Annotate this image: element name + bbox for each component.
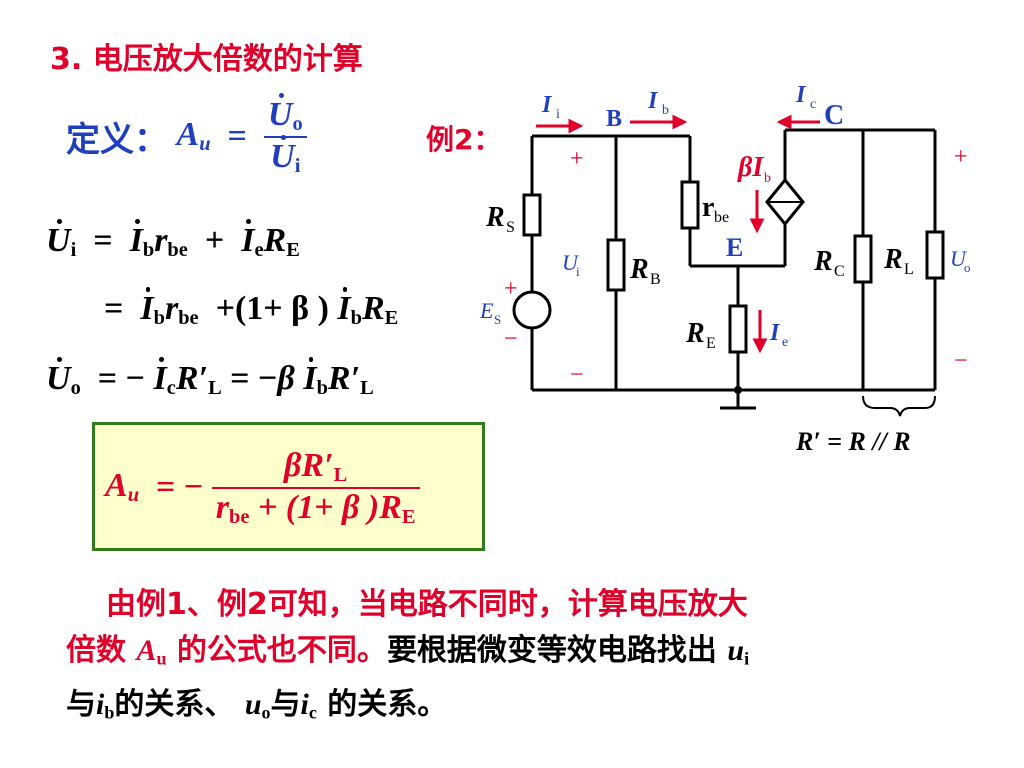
example-label: 例2： [426,123,502,156]
label-uo: U [950,246,968,271]
plus-es: + [504,276,518,302]
definition-lhs: Au [176,116,211,156]
rl-resistor [925,230,945,280]
svg-text:C: C [834,263,845,280]
label-rb: R [629,254,649,285]
plus-out: + [954,144,968,170]
svg-text:E: E [706,335,716,352]
definition-fraction: Uo Ui [263,93,307,177]
rl-prime-formula: R′ = R // R [795,427,911,456]
label-re: R [685,318,705,349]
label-ii: I [541,92,553,118]
summary-paragraph: 由例1、例2可知，当电路不同时，计算电压放大 倍数 Au 的公式也不同。要根据微… [66,582,986,735]
minus-in: − [570,362,584,388]
plus-in: + [570,146,584,172]
svg-text:i: i [576,264,580,279]
svg-text:c: c [810,97,816,112]
svg-text:be: be [714,209,729,226]
svg-text:B: B [650,271,661,288]
label-es: E [479,298,494,323]
node-c: C [824,100,844,131]
rbe-resistor [680,180,700,230]
equation-ui: Ui = Ibrbe + IeRE [46,219,300,262]
rb-resistor [606,238,626,292]
summary-line-3: 与ib的关系、 uo与ic 的关系。 [66,686,448,723]
svg-text:b: b [662,103,669,118]
summary-line-1: 由例1、例2可知，当电路不同时，计算电压放大 [106,587,748,622]
svg-text:L: L [904,261,914,278]
equation-uo: Uo = − IcR′L = −β IbR′L [46,357,374,400]
label-rbe: r [702,192,714,223]
label-ic: I [795,82,807,108]
label-ie: I [769,320,781,346]
svg-text:S: S [494,312,501,327]
svg-text:b: b [764,171,771,186]
svg-text:e: e [782,335,788,350]
definition-label: 定义： [66,120,168,161]
result-lhs: Au [105,467,140,507]
svg-text:S: S [506,219,515,236]
circuit-diagram: I i B I b I c C + + βI b R S r be E U i … [479,82,971,456]
equation-ui-expanded: = Ibrbe +(1+ β ) IbRE [104,287,399,330]
summary-line-2: 倍数 Au 的公式也不同。要根据微变等效电路找出 ui [66,633,750,669]
result-formula-box: Au = − βR′L rbe + (1+ β )RE [92,422,485,551]
node-b: B [606,106,622,132]
result-fraction: βR′L rbe + (1+ β )RE [211,447,420,528]
svg-text:o: o [964,260,971,275]
re-resistor [728,304,748,354]
minus-out: − [954,348,968,374]
node-e: E [726,233,743,262]
source-es [512,290,552,330]
page-title: 3. 电压放大倍数的计算 [50,42,363,77]
rs-resistor [522,193,542,237]
label-rc: R [813,246,833,277]
label-beta-ib: βI [737,152,764,183]
definition: 定义： Au = Uo Ui [66,93,307,177]
rc-resistor [853,234,873,284]
label-ui: U [562,250,580,275]
svg-text:i: i [556,107,560,122]
label-rl: R [883,244,903,275]
minus-es: − [504,326,518,352]
label-rs: R [485,202,505,233]
label-ib: I [647,88,659,114]
